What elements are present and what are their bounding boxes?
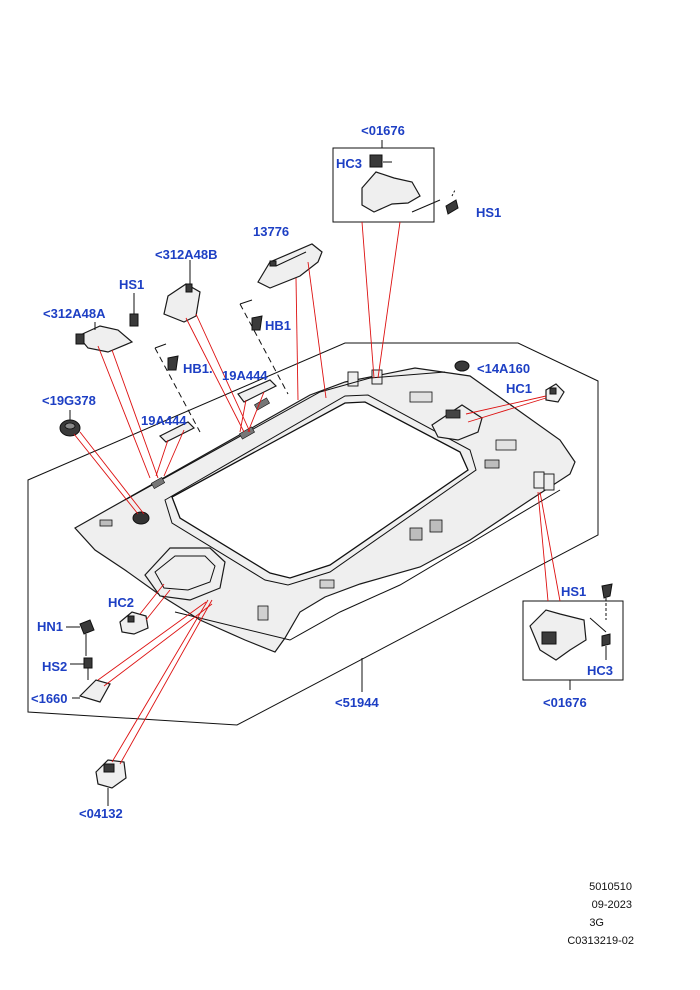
sun-visor-bracket-top-group xyxy=(332,140,459,223)
label-14a160: <14A160 xyxy=(477,361,530,376)
panel-clip xyxy=(484,459,500,469)
label-hs1-right: HS1 xyxy=(561,584,586,599)
drawing-number: 5010510 xyxy=(589,881,632,893)
bracket-top-frame xyxy=(332,147,435,223)
headliner-panel xyxy=(74,367,576,653)
label-hs1-left: HS1 xyxy=(119,277,144,292)
hs2-screw xyxy=(83,657,93,669)
drawing-date: 09-2023 xyxy=(592,899,632,911)
grommet-19g378 xyxy=(59,419,81,437)
label-hc1: HC1 xyxy=(506,381,532,396)
panel-clip xyxy=(239,426,255,440)
panel-grommet xyxy=(132,511,150,525)
hb1-clip-left xyxy=(167,355,179,371)
clip-detail xyxy=(269,260,277,267)
label-bracket-right: <01676 xyxy=(543,695,587,710)
rear-courtesy-module xyxy=(431,404,483,441)
hn1-nut xyxy=(79,619,95,635)
label-hc2: HC2 xyxy=(108,595,134,610)
panel-clip xyxy=(254,397,270,411)
hc3-clip-top xyxy=(369,154,383,168)
strip-19a444-lower xyxy=(158,421,196,443)
label-hs2: HS2 xyxy=(42,659,67,674)
label-04132: <04132 xyxy=(79,806,123,821)
module-lens xyxy=(445,409,461,419)
label-hn1: HN1 xyxy=(37,619,63,634)
reference-code: C0313219-02 xyxy=(567,935,634,947)
hc-clip xyxy=(185,283,193,293)
clip-13776 xyxy=(257,243,323,289)
hc-clip xyxy=(75,333,85,345)
panel-clip xyxy=(429,519,443,533)
panel-clip xyxy=(409,527,423,541)
label-bracket-top: <01676 xyxy=(361,123,405,138)
panel-tab xyxy=(495,439,517,451)
dome-lamp-04132 xyxy=(95,759,127,806)
hb1-clip-right xyxy=(251,315,263,331)
label-hb1-left: HB1. xyxy=(183,361,213,376)
bracket-tab-right xyxy=(543,473,555,491)
sun-visor-bracket-top xyxy=(361,171,421,213)
label-1660: <1660 xyxy=(31,691,68,706)
hs1-screw-right xyxy=(601,583,613,599)
sun-visor-bracket-right xyxy=(529,609,587,661)
panel-clip xyxy=(257,605,269,621)
label-hb1-right: HB1 xyxy=(265,318,291,333)
hc3-clip-right xyxy=(601,633,611,647)
drawing-variant: 3G xyxy=(589,917,604,929)
label-19g378: <19G378 xyxy=(42,393,96,408)
sun-visor-bracket-right-group xyxy=(522,583,624,690)
cover-plate-1660 xyxy=(78,679,111,703)
hs1-screw-left xyxy=(129,313,139,327)
label-hc3-right: HC3 xyxy=(587,663,613,678)
label-19a444-upper: 19A444 xyxy=(222,368,268,383)
panel-clip xyxy=(319,579,335,589)
bracket-mount xyxy=(541,631,557,645)
bracket-312a48a xyxy=(75,325,134,353)
headliner-group-frame xyxy=(27,342,599,726)
sunroof-opening xyxy=(171,401,469,579)
panel-tab xyxy=(409,391,433,403)
hc1-clip xyxy=(545,383,565,403)
hc2-clip xyxy=(119,611,149,635)
label-hs1-top: HS1 xyxy=(476,205,501,220)
label-hc3-top: HC3 xyxy=(336,156,362,171)
label-19a444-lower: 19A444 xyxy=(141,413,187,428)
label-headliner-51944: <51944 xyxy=(335,695,380,710)
strip-19a444-upper xyxy=(237,379,278,403)
label-bracket-312a48a: <312A48A xyxy=(43,306,106,321)
hs1-screw-top xyxy=(445,199,459,215)
bracket-312a48b xyxy=(163,260,201,323)
panel-clip xyxy=(99,519,113,527)
grommet-14a160 xyxy=(454,360,470,372)
bracket-right-frame xyxy=(522,600,624,681)
panel-clip xyxy=(150,476,166,490)
label-clip-13776: 13776 xyxy=(253,224,289,239)
bracket-tab-top xyxy=(347,371,359,387)
label-bracket-312a48b: <312A48B xyxy=(155,247,218,262)
bracket-tab-right xyxy=(533,471,545,489)
